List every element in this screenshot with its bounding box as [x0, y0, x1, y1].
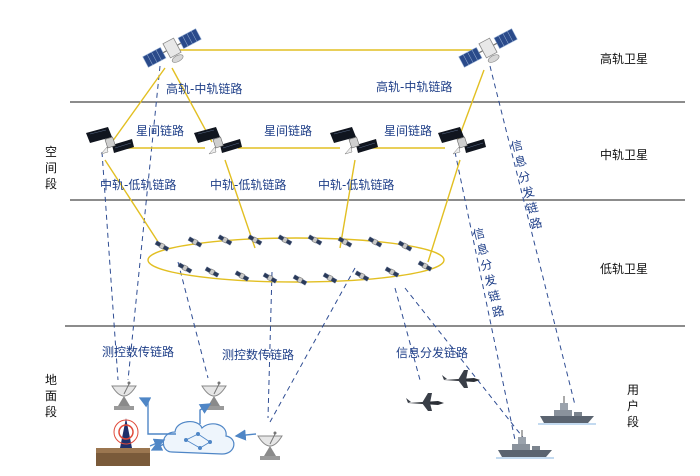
antenna-building-icon: [96, 418, 150, 466]
link-label-geo-meo-right: 高轨-中轨链路: [376, 80, 453, 94]
layer-label-geo: 高轨卫星: [600, 52, 649, 66]
link-label-info-dist-ground: 信息分发链路: [396, 346, 469, 360]
uav-icon: [406, 393, 444, 411]
small-satellite-icon: [307, 234, 323, 246]
user-segment: [406, 370, 597, 459]
warship-icon: [495, 429, 555, 459]
leo-satellites: [154, 234, 433, 286]
small-satellite-icon: [177, 262, 193, 274]
link-label-meo-leo-1: 中轨-低轨链路: [100, 178, 177, 192]
cloud-network-icon: [162, 421, 235, 455]
satellite-dish-icon: [257, 431, 283, 461]
leo-orbit-ring: [147, 237, 445, 283]
satellite-icon: [85, 126, 135, 155]
link-label-tt-1: 测控数传链路: [102, 345, 175, 359]
segment-label-user: 用户段: [626, 383, 639, 429]
dashed-links: [101, 65, 576, 441]
satellite-icon: [329, 126, 379, 155]
segment-label-ground: 地面段: [44, 373, 57, 419]
satellite-dish-icon: [111, 381, 137, 411]
link-label-isl-2: 星间链路: [264, 124, 313, 138]
ground-segment: [96, 381, 283, 466]
layer-label-meo: 中轨卫星: [600, 148, 649, 162]
link-label-tt-2: 测控数传链路: [222, 348, 295, 362]
geo-meo-links: [104, 49, 485, 263]
small-satellite-icon: [384, 266, 400, 278]
satellite-icon: [193, 126, 243, 155]
link-label-geo-meo-left: 高轨-中轨链路: [166, 82, 243, 96]
satellite-icon: [141, 26, 207, 76]
small-satellite-icon: [277, 234, 293, 246]
link-label-meo-leo-2: 中轨-低轨链路: [210, 178, 287, 192]
link-label-isl-1: 星间链路: [136, 124, 185, 138]
uav-icon: [442, 370, 480, 388]
layer-label-leo: 低轨卫星: [600, 262, 649, 276]
satellite-icon: [457, 26, 523, 76]
layer-dividers: [65, 101, 685, 327]
small-satellite-icon: [417, 260, 433, 272]
small-satellite-icon: [187, 236, 203, 248]
link-label-isl-3: 星间链路: [384, 124, 433, 138]
small-satellite-icon: [247, 234, 263, 246]
segment-label-space: 空间段: [44, 145, 57, 191]
small-satellite-icon: [204, 266, 220, 278]
link-label-meo-leo-3: 中轨-低轨链路: [318, 178, 395, 192]
warship-icon: [537, 395, 597, 425]
satellite-dish-icon: [201, 381, 227, 411]
small-satellite-icon: [292, 274, 308, 286]
